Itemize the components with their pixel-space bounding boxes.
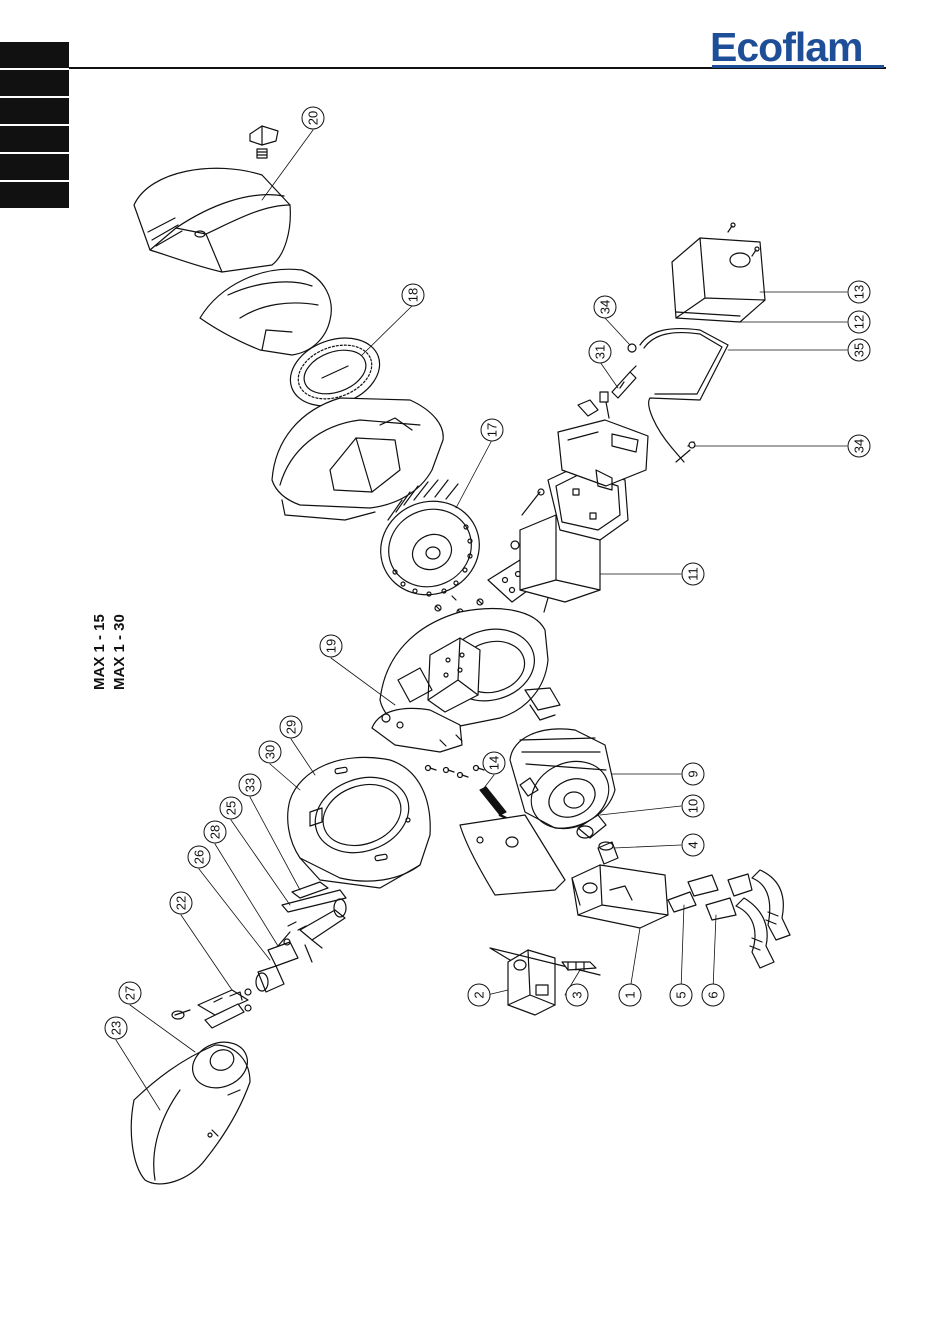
callout-22-label: 22 bbox=[174, 896, 189, 910]
callout-19[interactable]: 19 bbox=[320, 635, 342, 657]
callout-25-label: 25 bbox=[224, 801, 239, 815]
part-hose-fittings bbox=[668, 874, 752, 920]
callout-11-label: 11 bbox=[686, 567, 701, 581]
part-air-box bbox=[272, 398, 443, 520]
callout-27[interactable]: 27 bbox=[119, 982, 141, 1004]
callout-14-label: 14 bbox=[487, 756, 502, 770]
callout-9[interactable]: 9 bbox=[682, 763, 704, 785]
part-electrode-holder bbox=[172, 989, 251, 1028]
part-solenoid-coil bbox=[490, 948, 600, 1015]
callout-14[interactable]: 14 bbox=[483, 752, 505, 774]
callout-27-label: 27 bbox=[123, 986, 138, 1000]
callout-29-label: 29 bbox=[284, 720, 299, 734]
callout-1[interactable]: 1 bbox=[619, 984, 641, 1006]
callout-4-label: 4 bbox=[686, 841, 701, 848]
callout-12[interactable]: 12 bbox=[848, 311, 870, 333]
callout-35-label: 35 bbox=[852, 343, 867, 357]
part-pump-plate bbox=[460, 815, 565, 895]
callout-11[interactable]: 11 bbox=[682, 563, 704, 585]
part-inner-shroud bbox=[200, 269, 331, 355]
callout-6[interactable]: 6 bbox=[702, 984, 724, 1006]
callout-18[interactable]: 18 bbox=[402, 284, 424, 306]
callout-23-label: 23 bbox=[109, 1021, 124, 1035]
callout-17[interactable]: 17 bbox=[481, 419, 503, 441]
callout-23[interactable]: 23 bbox=[105, 1017, 127, 1039]
part-pump-fitting bbox=[598, 842, 618, 864]
callout-35[interactable]: 35 bbox=[848, 339, 870, 361]
callout-17-label: 17 bbox=[485, 423, 500, 437]
part-oil-pump bbox=[572, 865, 668, 928]
callout-3-label: 3 bbox=[570, 991, 585, 998]
callout-12-label: 12 bbox=[852, 315, 867, 329]
callout-30-label: 30 bbox=[263, 745, 278, 759]
callout-34-lower-label: 34 bbox=[852, 439, 867, 453]
callout-6-label: 6 bbox=[706, 991, 721, 998]
callout-10[interactable]: 10 bbox=[682, 795, 704, 817]
callout-26-label: 26 bbox=[192, 850, 207, 864]
part-front-flange bbox=[288, 757, 431, 888]
callout-9-label: 9 bbox=[686, 770, 701, 777]
callout-5[interactable]: 5 bbox=[670, 984, 692, 1006]
callout-10-label: 10 bbox=[686, 799, 701, 813]
callout-34-upper[interactable]: 34 bbox=[594, 296, 616, 318]
callout-2-label: 2 bbox=[472, 991, 487, 998]
callout-29[interactable]: 29 bbox=[280, 716, 302, 738]
part-nozzle-holder-assembly bbox=[256, 882, 346, 992]
callout-19-label: 19 bbox=[324, 639, 339, 653]
callout-3[interactable]: 3 bbox=[566, 984, 588, 1006]
callout-33-label: 33 bbox=[243, 778, 258, 792]
part-blast-tube bbox=[131, 1035, 254, 1184]
callout-30[interactable]: 30 bbox=[259, 741, 281, 763]
callout-31[interactable]: 31 bbox=[589, 341, 611, 363]
callout-25[interactable]: 25 bbox=[220, 797, 242, 819]
callout-26[interactable]: 26 bbox=[188, 846, 210, 868]
callout-28[interactable]: 28 bbox=[204, 821, 226, 843]
callout-13[interactable]: 13 bbox=[848, 281, 870, 303]
callout-22[interactable]: 22 bbox=[170, 892, 192, 914]
callout-31-label: 31 bbox=[593, 345, 608, 359]
callout-13-label: 13 bbox=[852, 285, 867, 299]
callout-5-label: 5 bbox=[674, 991, 689, 998]
callout-28-label: 28 bbox=[208, 825, 223, 839]
callout-18-label: 18 bbox=[406, 288, 421, 302]
part-cover-hood bbox=[134, 126, 290, 272]
callout-4[interactable]: 4 bbox=[682, 834, 704, 856]
callout-1-label: 1 bbox=[623, 991, 638, 998]
callout-34-upper-label: 34 bbox=[598, 300, 613, 314]
callout-20-label: 20 bbox=[306, 111, 321, 125]
part-valve-stem bbox=[562, 962, 596, 970]
callout-20[interactable]: 20 bbox=[302, 107, 324, 129]
callout-34-lower[interactable]: 34 bbox=[848, 435, 870, 457]
callout-2[interactable]: 2 bbox=[468, 984, 490, 1006]
part-connector bbox=[612, 366, 636, 398]
callout-33[interactable]: 33 bbox=[239, 774, 261, 796]
part-ignition-transformer bbox=[672, 223, 765, 322]
